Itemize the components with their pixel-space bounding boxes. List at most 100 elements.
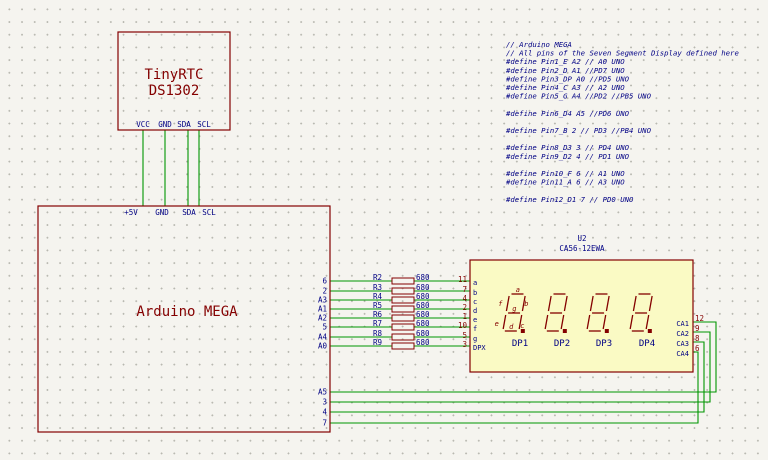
decimal-point-4 (647, 329, 652, 333)
display-ca-number: 12 (695, 314, 704, 323)
resistor-ref: R2 (373, 273, 382, 282)
mega-lower-pin-label: 3 (322, 398, 327, 407)
digit-3-segment (605, 295, 610, 312)
mega-pin-label: 6 (322, 277, 327, 286)
digit-4-segment (648, 295, 653, 312)
resistor-value: 680 (416, 329, 430, 338)
segment-wires (330, 280, 470, 347)
resistor-body-r7 (391, 323, 415, 331)
segment-letter: a (516, 286, 520, 294)
display-body (469, 259, 694, 373)
mega-pin-label: A3 (318, 296, 327, 305)
segment-letter: c (520, 322, 524, 330)
display-pin-name: d (473, 307, 477, 315)
display-ca-name: CA4 (676, 350, 689, 358)
resistor-ref: R8 (373, 329, 383, 338)
code-line: #define Pin6_D4 A5 //PD6 UNO (505, 109, 630, 118)
display-pin-number: 10 (458, 321, 468, 330)
mega-lower-pin-label: 4 (322, 408, 327, 417)
resistor-ref: R3 (373, 283, 382, 292)
resistor-value: 680 (416, 273, 430, 282)
code-line: #define Pin4_C A3 // A2 UNO (505, 83, 625, 92)
resistor-ref: R7 (373, 319, 382, 328)
arduino-mega-name: Arduino MEGA (136, 304, 238, 320)
display-ca-name: CA1 (676, 320, 689, 328)
mega-pin-scl: SCL (202, 208, 216, 217)
resistor-value: 680 (416, 338, 430, 347)
dp-label: DP1 (512, 339, 528, 349)
mega-pin-label: A0 (318, 342, 328, 351)
wire-ca1 (330, 321, 717, 393)
code-line: // Arduino MEGA (506, 40, 572, 49)
resistor-value: 680 (416, 292, 430, 301)
mega-pin-label: 5 (322, 323, 327, 332)
wire-ca3 (330, 341, 705, 413)
digit-2-segment (547, 295, 552, 312)
rtc-pin-scl: SCL (197, 120, 211, 129)
digit-4-segment (629, 314, 634, 330)
digit-1-segment (521, 295, 526, 312)
mega-pin-5v: +5V (124, 208, 138, 217)
display-ca-name: CA2 (676, 330, 689, 338)
resistor-body-r5 (391, 305, 415, 313)
display-pin-name: f (473, 325, 477, 333)
digit-1-segment (518, 314, 523, 330)
resistor-ref: R5 (373, 301, 382, 310)
wire-ca4 (330, 351, 699, 424)
tinyrtc-body (117, 31, 231, 131)
digit-4-segment (632, 295, 637, 312)
wires (142, 130, 717, 424)
mega-pin-label: 2 (322, 287, 327, 296)
code-line: #define Pin10_F 6 // A1 UNO (505, 169, 625, 178)
resistor-value: 680 (416, 310, 430, 319)
digit-2-segment (544, 314, 549, 330)
mega-pin-gnd: GND (155, 208, 169, 217)
resistor-body-r2 (391, 277, 415, 285)
rtc-pin-gnd: GND (158, 120, 172, 129)
segment-letter: b (524, 300, 528, 308)
resistor-body-r8 (391, 333, 415, 341)
code-line: #define Pin8_D3 3 // PD4 UNO (505, 143, 630, 152)
display-pin-number: 5 (462, 331, 467, 340)
display-part: CA56-12EWA (559, 244, 605, 253)
tinyrtc-module: TinyRTC DS1302 VCC GND SDA SCL (117, 31, 231, 131)
rtc-pin-sda: SDA (177, 120, 191, 129)
display-pin-number: 11 (458, 275, 467, 284)
tinyrtc-part: DS1302 (149, 83, 200, 99)
code-line: #define Pin9_D2 4 // PD1 UNO (505, 152, 630, 161)
display-pin-name: a (473, 279, 477, 287)
code-comment-block: // Arduino MEGA// All pins of the Seven … (505, 40, 739, 204)
resistor-value: 680 (416, 301, 430, 310)
resistor-value: 680 (416, 283, 430, 292)
mega-lower-pin-label: 7 (322, 419, 327, 428)
resistor-ref: R6 (373, 310, 383, 319)
display-ca-number: 6 (695, 344, 700, 353)
display-pin-number: 1 (462, 312, 467, 321)
display-pin-number: 7 (462, 285, 467, 294)
digit-2-segment (560, 314, 565, 330)
display-pin-name: DPX (473, 344, 486, 352)
common-anode-wires (330, 321, 717, 424)
digit-2-segment (563, 295, 568, 312)
resistor-ref: R9 (373, 338, 382, 347)
code-line: #define Pin5_G A4 //PD2 //PB5 UNO (505, 92, 652, 101)
dp-label: DP2 (554, 339, 570, 349)
display-pin-number: 2 (462, 303, 467, 312)
resistor-body-r4 (391, 296, 415, 304)
display-pin-name: b (473, 289, 477, 297)
rtc-pin-vcc: VCC (136, 120, 150, 129)
dp-label: DP4 (639, 339, 655, 349)
segment-letter: g (512, 305, 516, 313)
wire-ca2 (330, 331, 711, 403)
code-line: // All pins of the Seven Segment Display… (506, 49, 739, 58)
decimal-point-1 (520, 329, 525, 333)
segment-letter: e (495, 320, 499, 328)
resistor-value: 680 (416, 319, 430, 328)
